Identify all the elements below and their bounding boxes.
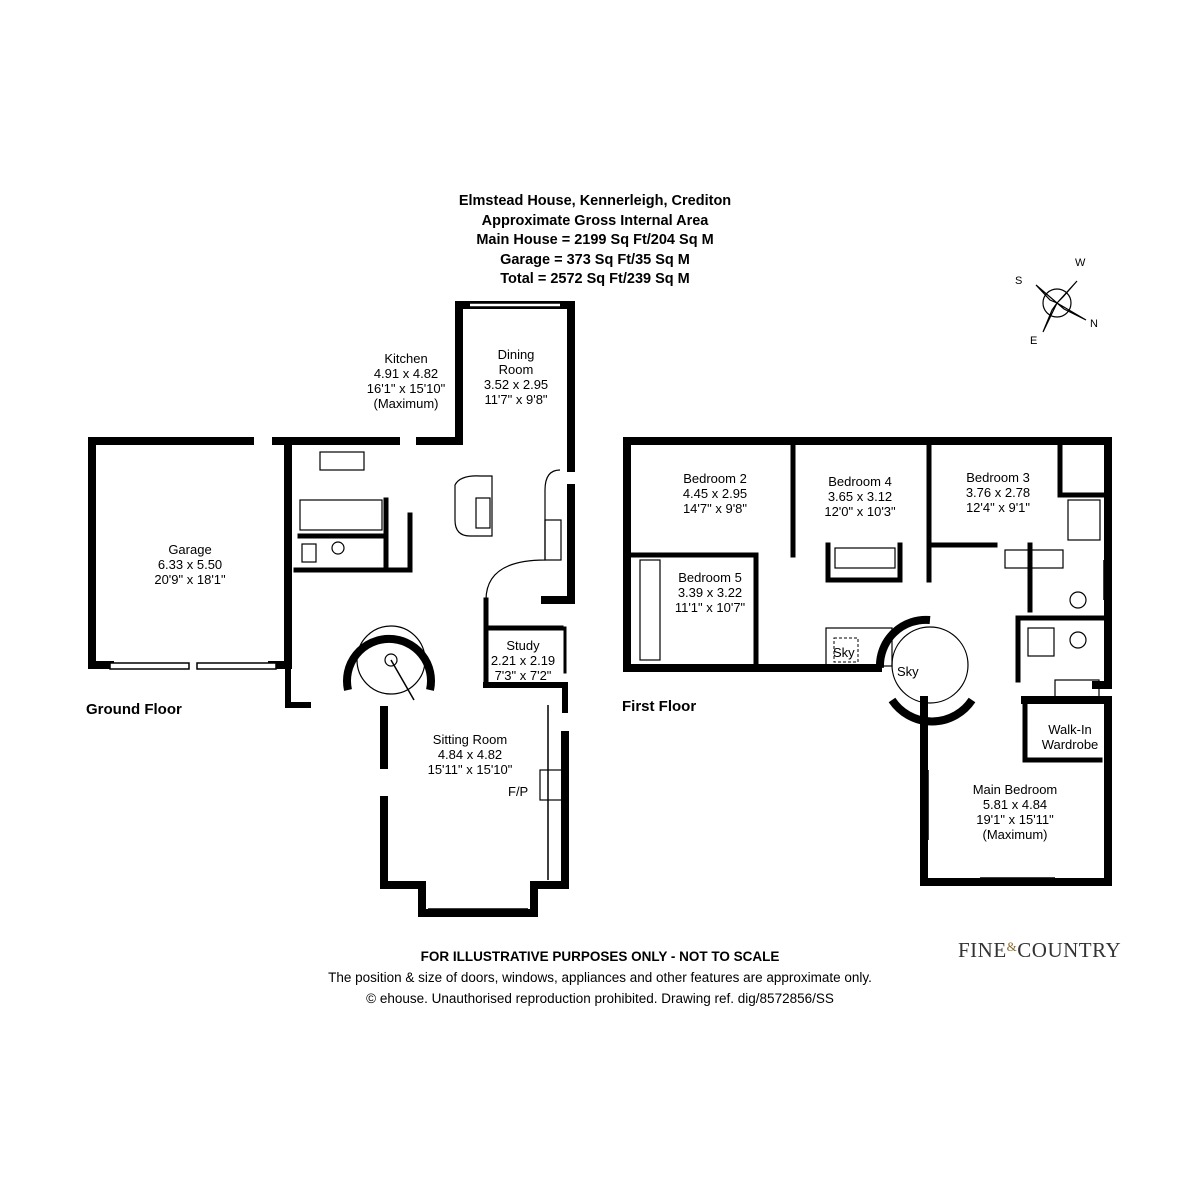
room-bedroom-5: Bedroom 5 3.39 x 3.22 11'1" x 10'7": [660, 570, 760, 615]
kitchen-fittings: [299, 451, 563, 801]
room-metric: 4.45 x 2.95: [682, 486, 748, 501]
room-imperial: 19'1" x 15'11": [976, 812, 1054, 827]
room-name: Study: [506, 638, 540, 653]
room-imperial: 20'9" x 18'1": [154, 572, 226, 587]
room-imperial: 7'3" x 7'2": [494, 668, 552, 683]
room-bedroom-3: Bedroom 3 3.76 x 2.78 12'4" x 9'1": [948, 470, 1048, 515]
room-metric: 3.76 x 2.78: [965, 485, 1031, 500]
room-imperial: 11'1" x 10'7": [674, 600, 746, 615]
room-metric: 3.39 x 3.22: [677, 585, 743, 600]
first-spiral-stair: [825, 615, 976, 726]
room-garage: Garage 6.33 x 5.50 20'9" x 18'1": [140, 542, 240, 587]
room-name-line1: Dining: [497, 347, 535, 362]
plan-header: Elmstead House, Kennerleigh, Crediton Ap…: [0, 192, 1190, 290]
room-note: (Maximum): [982, 827, 1048, 842]
room-name-line1: Walk-In: [1048, 722, 1092, 737]
compass-rose: [1035, 280, 1087, 333]
compass-n: N: [1090, 318, 1098, 330]
area-title: Approximate Gross Internal Area: [481, 212, 709, 229]
room-imperial: 15'11" x 15'10": [427, 762, 513, 777]
logo-part-1: FINE: [958, 938, 1007, 962]
room-name: Sitting Room: [432, 732, 508, 747]
main-house-area: Main House = 2199 Sq Ft/204 Sq M: [476, 232, 714, 248]
skylight-label-1: Sky: [833, 645, 855, 660]
first-floor-label: First Floor: [622, 698, 697, 715]
ground-window-marks: [428, 302, 560, 910]
logo-ampersand: &: [1006, 939, 1018, 954]
skylight-label-2: Sky: [897, 664, 919, 679]
room-main-bedroom: Main Bedroom 5.81 x 4.84 19'1" x 15'11" …: [965, 782, 1065, 842]
logo-part-2: COUNTRY: [1017, 938, 1122, 962]
room-name: Main Bedroom: [972, 782, 1058, 797]
garage-doors: [109, 662, 277, 670]
room-name: Bedroom 3: [966, 470, 1030, 485]
compass-w: W: [1075, 257, 1086, 269]
room-metric: 2.21 x 2.19: [490, 653, 556, 668]
room-name: Bedroom 2: [683, 471, 747, 486]
copyright-text: © ehouse. Unauthorised reproduction proh…: [366, 991, 834, 1006]
compass-s: S: [1015, 275, 1023, 287]
first-window-marks: [927, 560, 1105, 879]
room-name: Garage: [168, 542, 212, 557]
room-name: Kitchen: [384, 351, 428, 366]
ground-floor-walls: [88, 301, 575, 917]
fine-and-country-logo: FINE&COUNTRY: [958, 938, 1121, 963]
room-imperial: 11'7" x 9'8": [484, 392, 548, 407]
room-imperial: 12'4" x 9'1": [965, 500, 1031, 515]
room-walk-in-wardrobe: Walk-In Wardrobe: [1030, 722, 1110, 752]
room-name-line2: Wardrobe: [1041, 737, 1099, 752]
plan-footer: FOR ILLUSTRATIVE PURPOSES ONLY - NOT TO …: [0, 946, 1200, 1009]
room-kitchen: Kitchen 4.91 x 4.82 16'1" x 15'10" (Maxi…: [356, 351, 456, 411]
total-area: Total = 2572 Sq Ft/239 Sq M: [500, 271, 690, 287]
room-bedroom-2: Bedroom 2 4.45 x 2.95 14'7" x 9'8": [665, 471, 765, 516]
room-metric: 5.81 x 4.84: [982, 797, 1048, 812]
first-floor-walls: [623, 437, 1112, 886]
room-dining: Dining Room 3.52 x 2.95 11'7" x 9'8": [466, 347, 566, 407]
room-metric: 3.65 x 3.12: [827, 489, 893, 504]
room-note: (Maximum): [373, 396, 439, 411]
room-name: Bedroom 5: [678, 570, 742, 585]
first-floor-fittings: [639, 499, 1101, 701]
room-bedroom-4: Bedroom 4 3.65 x 3.12 12'0" x 10'3": [810, 474, 910, 519]
room-study: Study 2.21 x 2.19 7'3" x 7'2": [478, 638, 568, 683]
room-metric: 6.33 x 5.50: [157, 557, 223, 572]
room-name-line2: Room: [498, 362, 534, 377]
room-imperial: 16'1" x 15'10": [366, 381, 446, 396]
compass-e: E: [1030, 335, 1038, 347]
room-imperial: 12'0" x 10'3": [824, 504, 896, 519]
fireplace-label: F/P: [508, 784, 529, 799]
room-metric: 4.91 x 4.82: [373, 366, 439, 381]
disclaimer-heading: FOR ILLUSTRATIVE PURPOSES ONLY - NOT TO …: [420, 949, 780, 964]
room-metric: 4.84 x 4.82: [437, 747, 503, 762]
room-imperial: 14'7" x 9'8": [682, 501, 748, 516]
ground-floor-label: Ground Floor: [86, 701, 182, 718]
disclaimer-text: The position & size of doors, windows, a…: [328, 970, 872, 985]
room-sitting: Sitting Room 4.84 x 4.82 15'11" x 15'10": [420, 732, 520, 777]
property-name: Elmstead House, Kennerleigh, Crediton: [458, 193, 732, 209]
garage-area: Garage = 373 Sq Ft/35 Sq M: [500, 251, 690, 268]
room-metric: 3.52 x 2.95: [483, 377, 549, 392]
ground-spiral-stair: [343, 625, 435, 701]
room-name: Bedroom 4: [828, 474, 892, 489]
